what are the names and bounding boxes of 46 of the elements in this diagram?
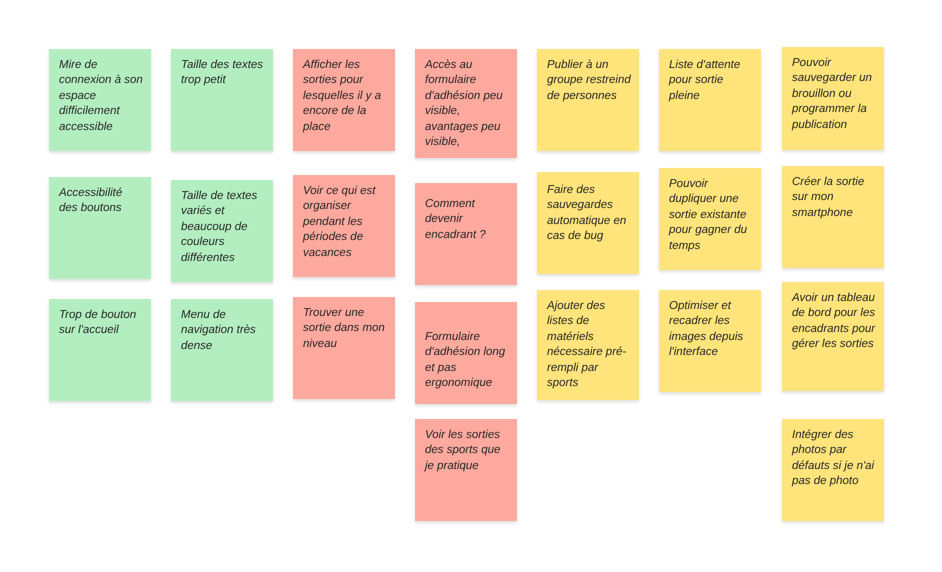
note-text: Trouver une sortie dans mon niveau [303, 306, 386, 352]
sticky-note [782, 166, 884, 268]
note-text: Faire des sauvegardes automatique en cas de bug [547, 183, 628, 244]
sticky-note [415, 49, 517, 158]
sticky-note [782, 47, 884, 150]
sticky-note [537, 290, 639, 400]
note-text: Menu de navigation très dense [181, 308, 257, 354]
sticky-note [782, 282, 884, 391]
sticky-note [293, 297, 395, 399]
note-text: Trop de bouton sur l'accueil [59, 308, 138, 338]
note-text: Accès au formulaire d'adhésion peu visible, avantages peu visible, [425, 58, 504, 150]
note-text: Comment devenir encadrant ? [425, 197, 487, 243]
note-text: Afficher les sorties pour lesquelles il y a encore de la place [303, 58, 382, 135]
note-text: Mire de connexion à son espace difficilement accessible [59, 58, 143, 135]
sticky-note [659, 290, 761, 392]
note-text: Taille de textes variés et beaucoup de couleurs différentes [181, 189, 258, 266]
note-text: Intégrer des photos par défauts si je n'ai pas de photo [792, 428, 876, 490]
note-text: Pouvoir sauvegarder un brouillon ou programmer la publication [792, 56, 873, 133]
sticky-note [171, 180, 273, 282]
note-text: Liste d'attente pour sortie pleine [669, 58, 742, 104]
note-text: Accessibilité des boutons [59, 186, 124, 216]
note-text: Créer la sortie sur mon smartphone [792, 175, 866, 221]
note-text: Pouvoir dupliquer une sortie existante pour gagner du temps [669, 177, 748, 254]
sticky-note [49, 49, 151, 151]
note-text: Voir ce qui est organiser pendant les périodes de vacances [303, 184, 377, 261]
sticky-note [659, 49, 761, 151]
note-text: Optimiser et recadrer les images depuis l'interface [669, 299, 744, 360]
sticky-note [782, 419, 884, 521]
sticky-note [49, 177, 151, 279]
sticky-note [537, 172, 639, 274]
sticky-note [171, 49, 273, 151]
sticky-note [49, 299, 151, 401]
sticky-note [293, 49, 395, 151]
note-text: Taille des textes trop petit [181, 58, 264, 88]
sticky-note [659, 168, 761, 270]
sticky-note [293, 175, 395, 277]
sticky-note [415, 183, 517, 285]
note-text: Avoir un tableau de bord pour les encadrants pour gérer les sorties [792, 291, 876, 352]
sticky-note [415, 419, 517, 521]
sticky-note [171, 299, 273, 401]
note-text: Ajouter des listes de matériels nécessaire pré-rempli par sports [547, 299, 628, 392]
note-text: Publier à un groupe restreind de personnes [547, 58, 631, 104]
sticky-note [537, 49, 639, 151]
sticky-note [415, 302, 517, 404]
note-text: Formulaire d'adhésion long et pas ergonomique [425, 330, 506, 392]
note-text: Voir les sorties des sports que je pratique [425, 428, 502, 474]
